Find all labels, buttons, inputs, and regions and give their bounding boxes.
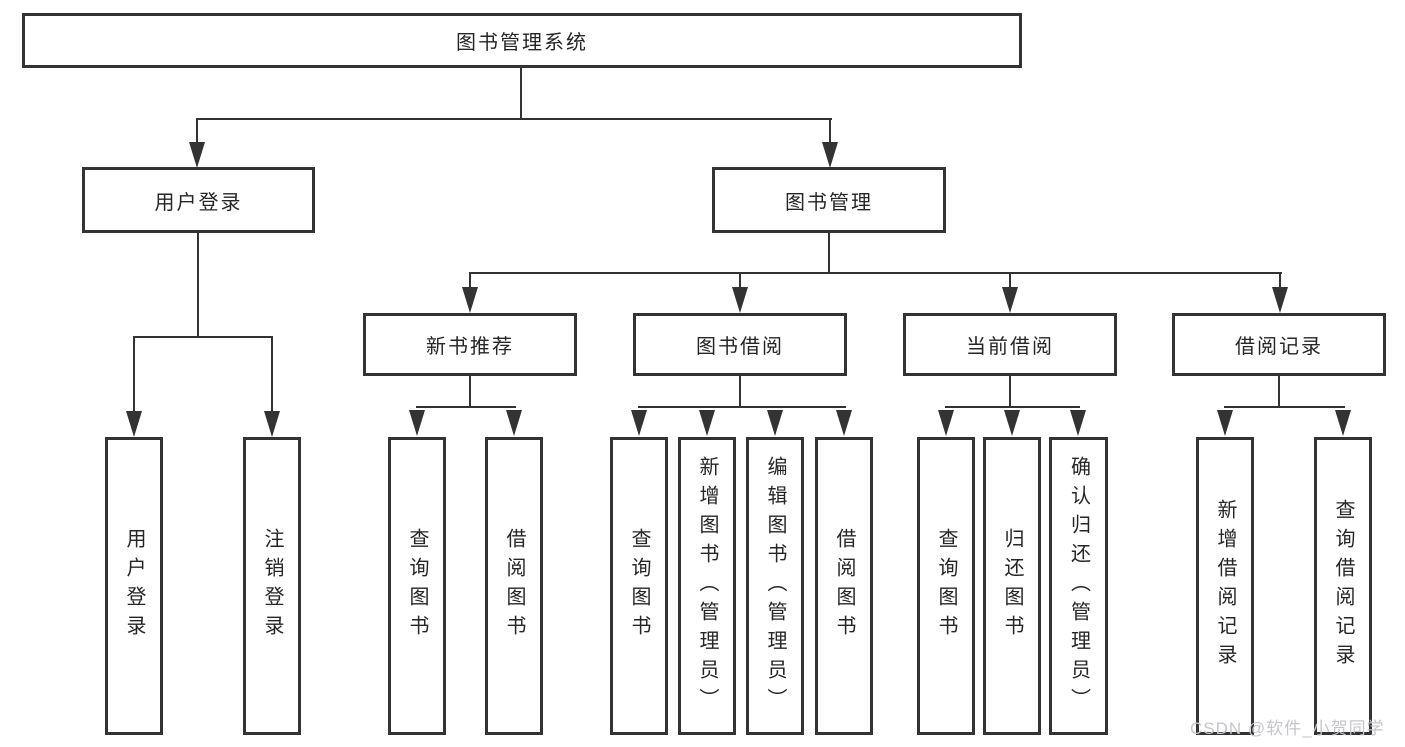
node-user-login-label: 用户登录 — [154, 191, 243, 214]
leaf-recommend-borrow-books: 借阅图书 — [485, 437, 543, 735]
node-borrow-records: 借阅记录 — [1172, 313, 1386, 376]
leaf-current-query-books: 查询图书 — [917, 437, 975, 735]
leaf-recommend-query-books: 查询图书 — [388, 437, 446, 735]
leaf-recommend-query-books-label: 查询图书 — [406, 528, 428, 644]
node-borrow-records-label: 借阅记录 — [1235, 336, 1323, 358]
arrow-down-icon — [631, 410, 647, 436]
leaf-edit-books-admin-label: 编辑图书（管理员） — [764, 455, 786, 717]
leaf-logout: 注销登录 — [243, 437, 301, 735]
leaf-add-borrow-record: 新增借阅记录 — [1196, 437, 1254, 735]
connector-line — [1278, 376, 1280, 407]
leaf-recommend-borrow-books-label: 借阅图书 — [503, 528, 525, 644]
arrow-down-icon — [732, 287, 748, 313]
connector-line — [739, 274, 741, 290]
node-current-borrow: 当前借阅 — [903, 313, 1117, 376]
leaf-borrow-query-books: 查询图书 — [610, 437, 668, 735]
node-new-book-recommend: 新书推荐 — [363, 313, 577, 376]
connector-line — [739, 376, 741, 407]
leaf-add-borrow-record-label: 新增借阅记录 — [1214, 499, 1236, 673]
arrow-down-icon — [1004, 410, 1020, 436]
arrow-down-icon — [1272, 287, 1288, 313]
arrow-down-icon — [1070, 410, 1086, 436]
arrow-down-icon — [506, 410, 522, 436]
connector-line — [1009, 274, 1011, 290]
node-root-label: 图书管理系统 — [456, 32, 588, 54]
arrow-down-icon — [767, 410, 783, 436]
leaf-borrow-books: 借阅图书 — [815, 437, 873, 735]
leaf-return-books: 归还图书 — [983, 437, 1041, 735]
node-current-borrow-label: 当前借阅 — [966, 336, 1054, 358]
arrow-down-icon — [126, 411, 142, 437]
leaf-current-query-books-label: 查询图书 — [935, 528, 957, 644]
node-book-borrow: 图书借阅 — [633, 313, 847, 376]
connector-line — [416, 406, 516, 408]
connector-line — [1009, 376, 1011, 407]
node-book-borrow-label: 图书借阅 — [696, 336, 784, 358]
arrow-down-icon — [1335, 410, 1351, 436]
leaf-borrow-query-books-label: 查询图书 — [628, 528, 650, 644]
connector-line — [133, 336, 273, 338]
connector-line — [828, 233, 830, 272]
connector-line — [196, 118, 832, 120]
arrow-down-icon — [822, 142, 838, 168]
leaf-confirm-return-admin-label: 确认归还（管理员） — [1067, 455, 1090, 717]
connector-line — [1279, 274, 1281, 290]
leaf-logout-label: 注销登录 — [261, 528, 283, 644]
leaf-query-borrow-record-label: 查询借阅记录 — [1332, 499, 1354, 673]
connector-line — [520, 68, 522, 118]
connector-line — [196, 120, 198, 146]
node-root: 图书管理系统 — [22, 13, 1022, 68]
leaf-return-books-label: 归还图书 — [1001, 528, 1023, 644]
connector-line — [469, 274, 471, 290]
leaf-borrow-books-label: 借阅图书 — [833, 528, 855, 644]
watermark: CSDN @软件_小贺同学 — [1190, 719, 1385, 738]
arrow-down-icon — [462, 287, 478, 313]
arrow-down-icon — [699, 410, 715, 436]
arrow-down-icon — [938, 410, 954, 436]
connector-line — [469, 376, 471, 407]
node-book-management-label: 图书管理 — [785, 191, 873, 214]
leaf-add-books-admin: 新增图书（管理员） — [678, 437, 736, 735]
arrow-down-icon — [409, 410, 425, 436]
arrow-down-icon — [1217, 410, 1233, 436]
connector-line — [1224, 406, 1345, 408]
connector-line — [133, 338, 135, 414]
arrow-down-icon — [1002, 287, 1018, 313]
node-book-management: 图书管理 — [712, 167, 946, 233]
arrow-down-icon — [189, 142, 205, 168]
connector-line — [469, 272, 1282, 274]
arrow-down-icon — [264, 411, 280, 437]
leaf-confirm-return-admin: 确认归还（管理员） — [1049, 437, 1108, 735]
leaf-edit-books-admin: 编辑图书（管理员） — [746, 437, 804, 735]
connector-line — [638, 406, 846, 408]
leaf-query-borrow-record: 查询借阅记录 — [1314, 437, 1372, 735]
leaf-user-login: 用户登录 — [105, 437, 163, 735]
connector-line — [945, 406, 1080, 408]
node-user-login: 用户登录 — [82, 167, 315, 233]
connector-line — [197, 233, 199, 337]
connector-line — [829, 120, 831, 146]
arrow-down-icon — [836, 410, 852, 436]
leaf-add-books-admin-label: 新增图书（管理员） — [696, 455, 718, 717]
leaf-user-login-label: 用户登录 — [123, 528, 145, 644]
connector-line — [271, 338, 273, 414]
node-new-book-recommend-label: 新书推荐 — [426, 336, 514, 358]
